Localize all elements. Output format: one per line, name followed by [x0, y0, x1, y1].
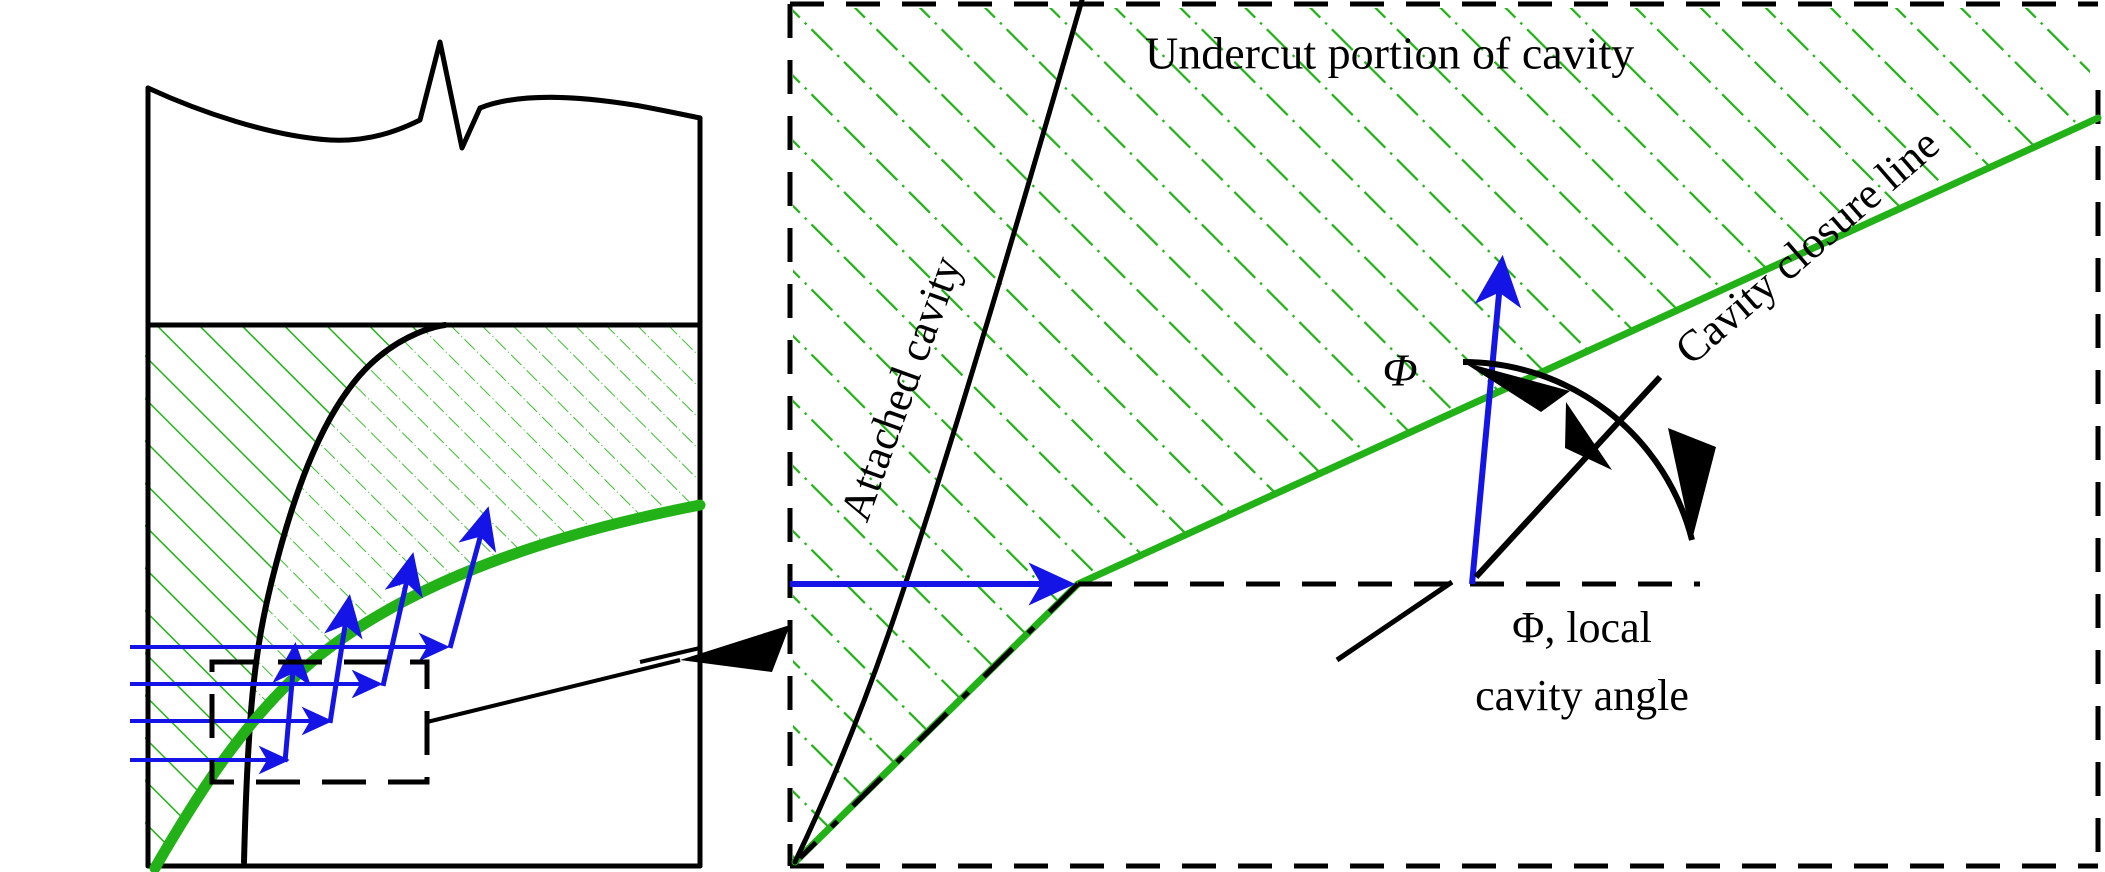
cavity-normal-arrow [447, 506, 497, 649]
closure-reference-dashdot-ray [1335, 579, 1454, 663]
body-outline [145, 39, 703, 869]
closure-direction-tick [1473, 374, 1663, 580]
cavity-normal-arrow [380, 552, 423, 687]
right-panel-frame-overlay [787, 4, 2101, 869]
angle-arc-double-arrow [1462, 358, 1716, 541]
cavity-normal-arrow [324, 594, 363, 724]
cavity-normal-arrow [1469, 254, 1522, 585]
undercut-label: Undercut portion of cavity [1145, 28, 1634, 79]
angle-caption-line-1: Φ, local [1512, 603, 1652, 652]
phi-symbol-label: Φ [1382, 345, 1417, 396]
angle-caption-line-2: cavity angle [1475, 671, 1689, 720]
zoom-callout-arrow [426, 625, 790, 724]
cavity-normal-arrow [272, 642, 312, 763]
cavity-surface-dashdot [798, 582, 1080, 860]
attached-cavity-interface-curve [241, 322, 448, 865]
right-panel: Undercut portion of cavity Attached cavi… [787, 0, 2102, 869]
cavity-normal-velocity-arrows [272, 506, 497, 763]
left-panel [130, 39, 706, 872]
attached-cavity-boundary-line [792, 0, 1085, 865]
